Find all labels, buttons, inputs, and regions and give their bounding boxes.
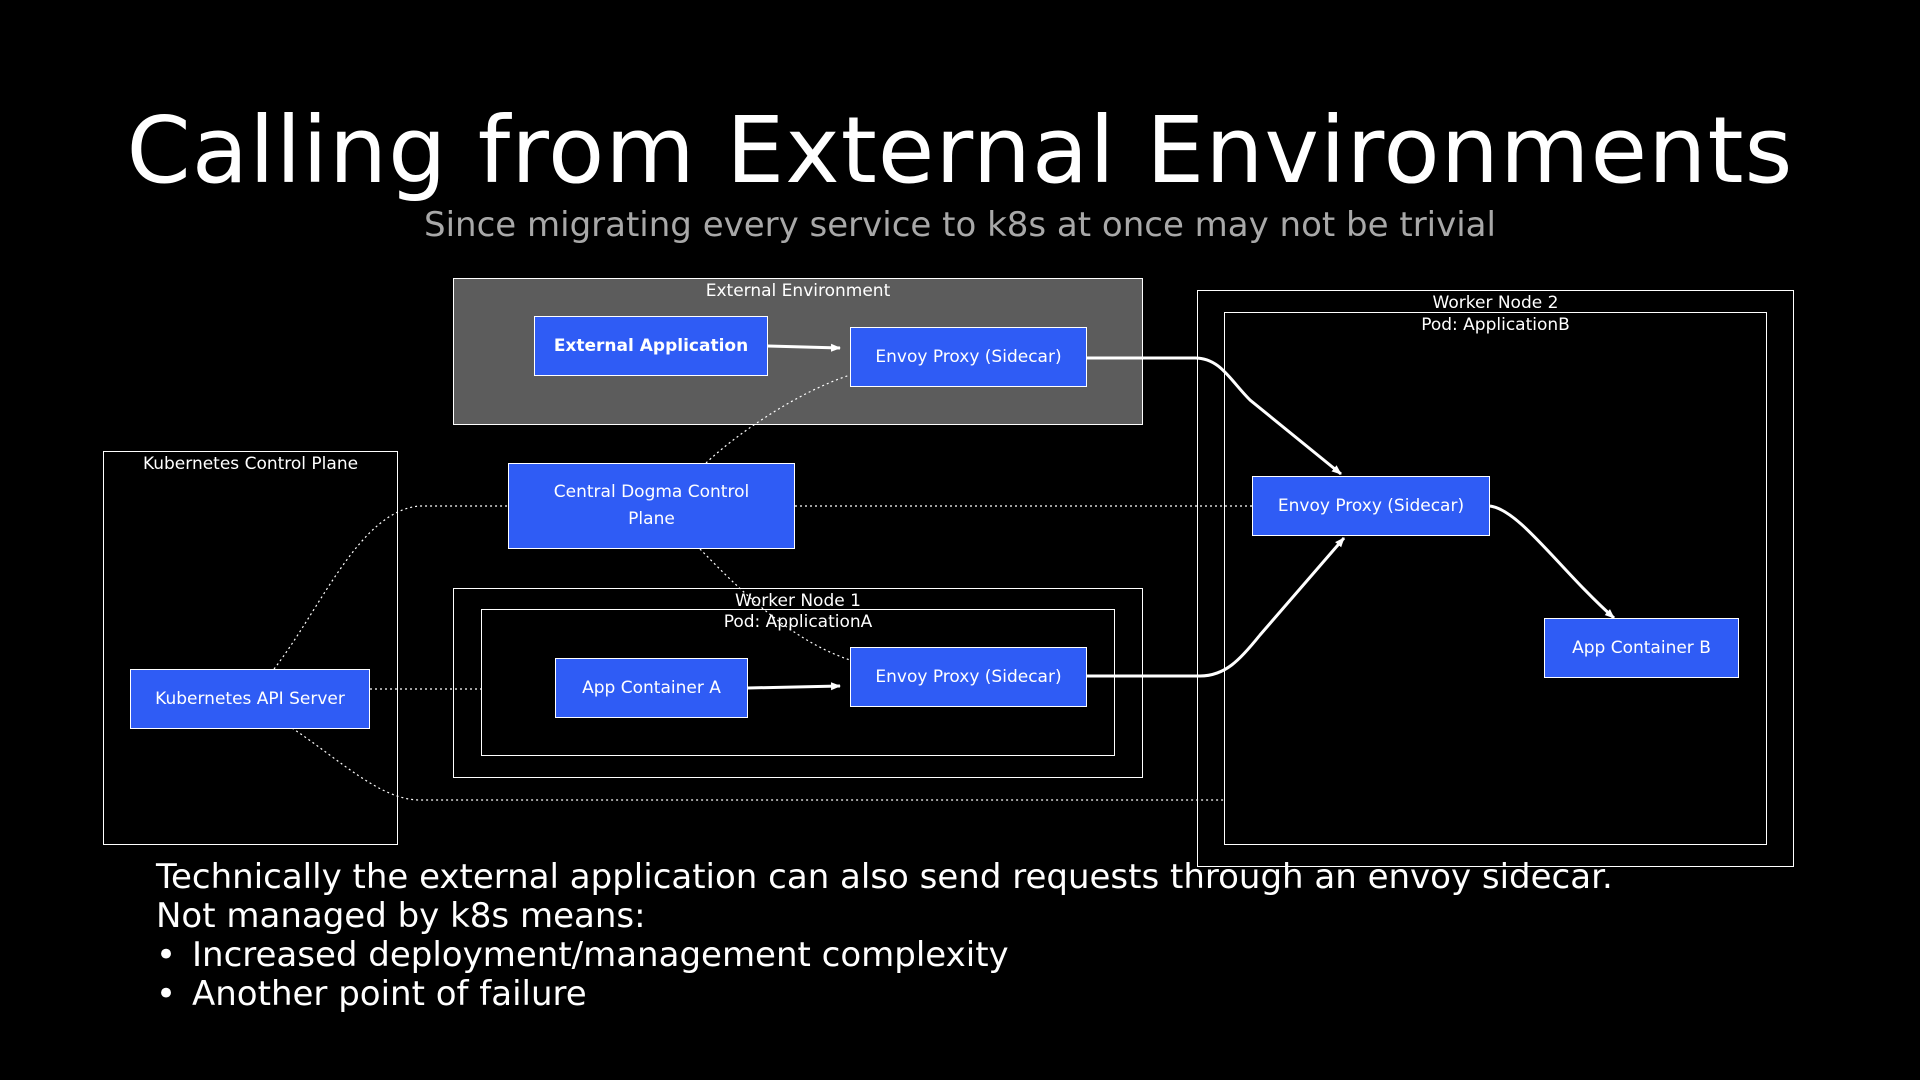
central-dogma-node[interactable]: Central Dogma Control Plane: [508, 463, 795, 549]
notes-block: Technically the external application can…: [156, 858, 1613, 1014]
slide-title: Calling from External Environments: [126, 97, 1794, 204]
envoy-proxy-a-label: Envoy Proxy (Sidecar): [875, 666, 1062, 687]
worker-node-2-label: Worker Node 2: [1432, 293, 1559, 313]
app-container-a-node[interactable]: App Container A: [555, 658, 748, 718]
notes-line-2: Not managed by k8s means:: [156, 896, 646, 936]
envoy-proxy-b-label: Envoy Proxy (Sidecar): [1277, 495, 1465, 516]
kubernetes-control-plane-label: Kubernetes Control Plane: [142, 454, 359, 474]
central-dogma-label: Central Dogma Control Plane: [553, 482, 750, 529]
app-container-b-label: App Container B: [1572, 637, 1711, 658]
pod-application-a-label: Pod: ApplicationA: [723, 612, 873, 632]
notes-bullet-list: • Increased deployment/management comple…: [156, 936, 1613, 1014]
kubernetes-api-server-node[interactable]: Kubernetes API Server: [130, 669, 370, 729]
envoy-proxy-b-node[interactable]: Envoy Proxy (Sidecar): [1252, 476, 1490, 536]
envoy-proxy-external-node[interactable]: Envoy Proxy (Sidecar): [850, 327, 1087, 387]
external-application-node[interactable]: External Application: [534, 316, 768, 376]
notes-bullet-item: • Another point of failure: [156, 975, 1613, 1014]
app-container-b-node[interactable]: App Container B: [1544, 618, 1739, 678]
pod-application-b-label: Pod: ApplicationB: [1421, 315, 1570, 335]
kubernetes-api-server-label: Kubernetes API Server: [155, 688, 345, 709]
pod-application-b-group: Pod: ApplicationB: [1224, 312, 1767, 845]
external-application-label: External Application: [553, 335, 749, 356]
bullet-marker: •: [156, 974, 177, 1014]
envoy-proxy-a-node[interactable]: Envoy Proxy (Sidecar): [850, 647, 1087, 707]
notes-bullet-text: Increased deployment/management complexi…: [192, 935, 1009, 975]
bullet-marker: •: [156, 935, 177, 975]
notes-bullet-item: • Increased deployment/management comple…: [156, 936, 1613, 975]
kubernetes-control-plane-group: Kubernetes Control Plane: [103, 451, 398, 845]
slide-subtitle: Since migrating every service to k8s at …: [424, 205, 1496, 245]
app-container-a-label: App Container A: [582, 677, 721, 698]
notes-line-1: Technically the external application can…: [156, 857, 1613, 897]
notes-bullet-text: Another point of failure: [192, 974, 587, 1014]
envoy-proxy-external-label: Envoy Proxy (Sidecar): [875, 346, 1062, 367]
worker-node-1-label: Worker Node 1: [735, 591, 861, 611]
external-environment-label: External Environment: [705, 281, 891, 301]
